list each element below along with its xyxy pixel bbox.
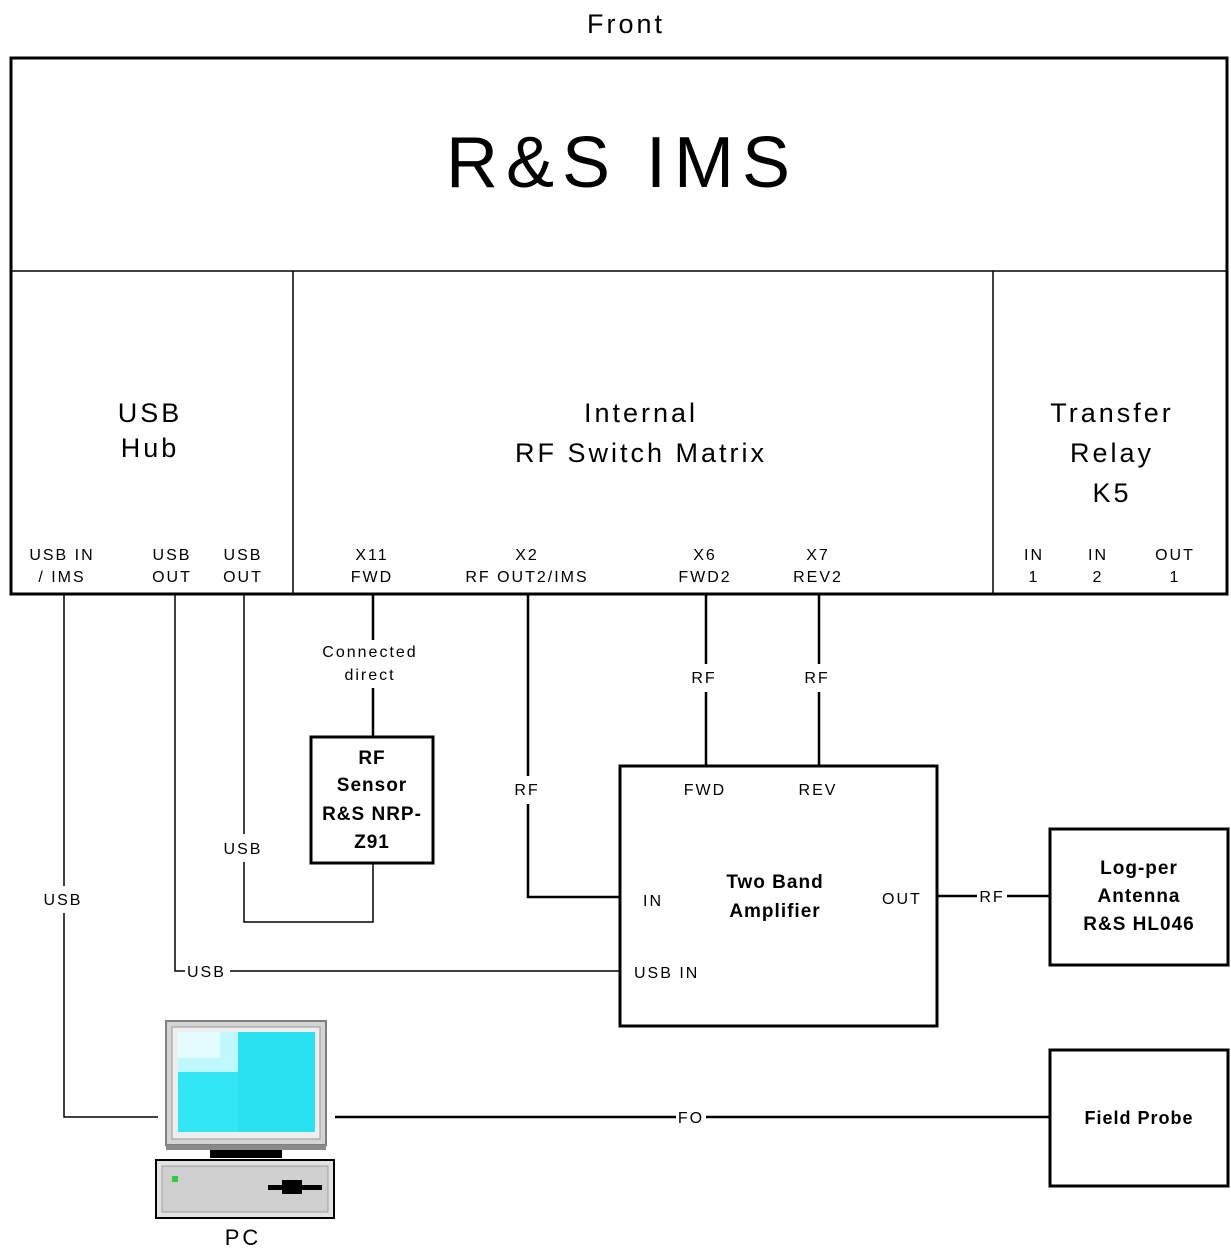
- switch-matrix-label-line1: Internal: [584, 398, 698, 428]
- usb-label-amp: USB: [187, 964, 226, 981]
- fo-label: FO: [678, 1110, 704, 1127]
- rf-label-x2: RF: [514, 782, 539, 799]
- transfer-relay: Transfer Relay K5 IN 1 IN 2 OUT 1: [1024, 398, 1195, 586]
- log-per-antenna: Log-per Antenna R&S HL046: [1048, 827, 1230, 967]
- usb-hub-label-line2: Hub: [121, 433, 180, 463]
- usb-hub: USB Hub USB IN / IMS USB OUT USB OUT: [29, 398, 263, 586]
- power-led: [172, 1176, 178, 1182]
- connection-usb-to-pc: USB: [44, 594, 158, 1118]
- port-x6-line1: X6: [693, 547, 717, 564]
- amplifier-port-fwd: FWD: [684, 782, 726, 799]
- two-band-amplifier: Two Band Amplifier FWD REV IN OUT USB IN: [618, 764, 939, 1028]
- connection-x7-to-amp-rev: RF: [804, 594, 829, 766]
- usb-hub-port-usb-out-1-line1: USB: [153, 547, 192, 564]
- connection-x6-to-amp-fwd: RF: [691, 594, 716, 766]
- rf-sensor-line1: RF: [358, 748, 385, 769]
- usb-hub-port-usb-out-2-line1: USB: [224, 547, 263, 564]
- port-x2-line2: RF OUT2/IMS: [465, 569, 588, 586]
- relay-port-in2-line1: IN: [1088, 547, 1108, 564]
- ims-unit: R&S IMS USB Hub USB IN / IMS USB OUT USB…: [9, 56, 1229, 596]
- connection-x11-to-sensor: Connected direct: [322, 594, 417, 737]
- port-x2-line1: X2: [515, 547, 539, 564]
- usb-hub-port-usb-in-line1: USB IN: [29, 547, 94, 564]
- amplifier-port-in: IN: [643, 893, 663, 910]
- rf-switch-matrix: Internal RF Switch Matrix X11 FWD X2 RF …: [351, 398, 843, 586]
- rf-sensor-line2: Sensor: [337, 775, 407, 796]
- usb-hub-port-usb-out-1-line2: OUT: [152, 569, 192, 586]
- relay-port-in1-line2: 1: [1029, 569, 1040, 586]
- port-x11-line1: X11: [355, 547, 388, 564]
- port-x7-line2: REV2: [793, 569, 843, 586]
- connection-x2-to-amp-in: RF: [514, 594, 620, 899]
- field-probe: Field Probe: [1048, 1048, 1230, 1188]
- rf-label-antenna: RF: [979, 889, 1004, 906]
- antenna-line2: Antenna: [1098, 886, 1181, 907]
- pc-label: PC: [225, 1225, 262, 1250]
- antenna-line3: R&S HL046: [1083, 914, 1194, 935]
- antenna-line1: Log-per: [1100, 858, 1178, 879]
- connection-usb-to-amp: USB: [174, 594, 620, 981]
- relay-port-in1-line1: IN: [1024, 547, 1044, 564]
- relay-label-line3: K5: [1092, 478, 1131, 508]
- relay-port-out1-line1: OUT: [1155, 547, 1195, 564]
- usb-label-pc: USB: [44, 892, 83, 909]
- rf-sensor-line4: Z91: [354, 832, 390, 853]
- usb-hub-port-usb-out-2-line2: OUT: [223, 569, 263, 586]
- pc-icon: PC: [155, 1020, 335, 1250]
- amplifier-port-rev: REV: [799, 782, 838, 799]
- amplifier-title-line1: Two Band: [726, 872, 823, 893]
- connection-pc-to-field-probe: FO: [335, 1110, 1050, 1127]
- front-label: Front: [587, 9, 665, 39]
- switch-matrix-label-line2: RF Switch Matrix: [515, 438, 767, 468]
- relay-label-line1: Transfer: [1050, 398, 1174, 428]
- rf-sensor-line3: R&S NRP-: [322, 804, 422, 825]
- rf-label-fwd: RF: [691, 670, 716, 687]
- usb-hub-label-line1: USB: [118, 398, 183, 428]
- field-probe-label: Field Probe: [1084, 1108, 1193, 1128]
- relay-label-line2: Relay: [1070, 438, 1154, 468]
- rf-sensor: RF Sensor R&S NRP- Z91: [309, 735, 435, 865]
- connection-usb-to-sensor: USB: [224, 594, 374, 923]
- rf-label-rev: RF: [804, 670, 829, 687]
- port-x6-line2: FWD2: [678, 569, 731, 586]
- relay-port-in2-line2: 2: [1093, 569, 1104, 586]
- relay-port-out1-line2: 1: [1170, 569, 1181, 586]
- connected-direct-line1: Connected: [322, 644, 417, 661]
- amplifier-port-usb-in: USB IN: [634, 965, 699, 982]
- ims-title: R&S IMS: [446, 123, 798, 203]
- connected-direct-line2: direct: [344, 667, 395, 684]
- usb-hub-port-usb-in-line2: / IMS: [38, 569, 85, 586]
- amplifier-title-line2: Amplifier: [729, 901, 820, 922]
- usb-label-sensor: USB: [224, 841, 263, 858]
- connection-amp-to-antenna: RF: [937, 889, 1050, 906]
- amplifier-port-out: OUT: [882, 891, 922, 908]
- port-x11-line2: FWD: [351, 569, 393, 586]
- port-x7-line1: X7: [806, 547, 830, 564]
